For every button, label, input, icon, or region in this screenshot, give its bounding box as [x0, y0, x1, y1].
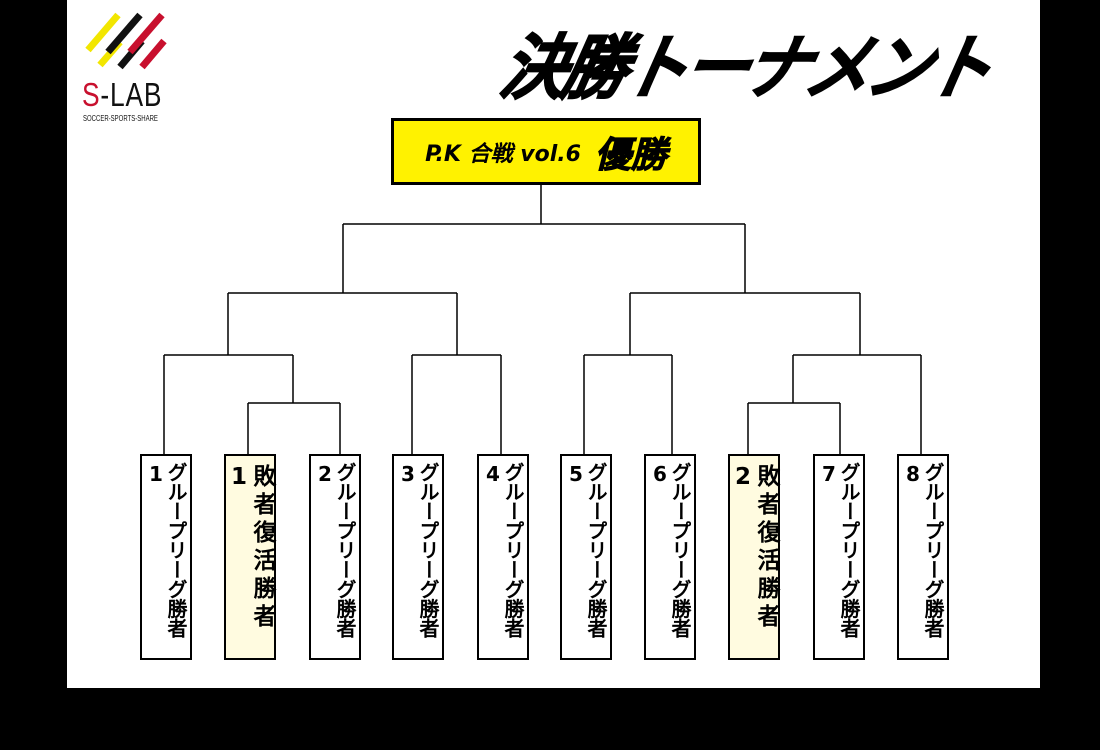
left-semi-connector: [227, 292, 458, 355]
entry-label: グループリーグ勝者5: [564, 462, 608, 638]
entry-box: 敗者復活勝者2: [728, 454, 780, 660]
entry-box: グループリーグ勝者3: [392, 454, 444, 660]
right-qf1-connector: [583, 354, 673, 454]
final-connector: [342, 181, 746, 293]
left-qf1-connector: [163, 354, 294, 454]
entry-label: 敗者復活勝者2: [730, 464, 779, 632]
entry-label: グループリーグ勝者3: [396, 462, 440, 638]
entry-box: 敗者復活勝者1: [224, 454, 276, 660]
logo-tagline: SOCCER-SPORTS-SHARE: [83, 114, 158, 123]
entry-label: グループリーグ勝者2: [313, 462, 357, 638]
entry-label: グループリーグ勝者4: [481, 462, 525, 638]
logo-wordmark: S-LAB: [82, 76, 163, 113]
right-r1-connector: [747, 402, 841, 454]
champion-box: P.K 合戦 vol.6 優勝: [391, 118, 701, 185]
entry-box: グループリーグ勝者5: [560, 454, 612, 660]
entry-box: グループリーグ勝者4: [477, 454, 529, 660]
left-qf2-connector: [411, 354, 502, 454]
event-name: P.K 合戦 vol.6: [425, 141, 581, 167]
right-semi-connector: [629, 292, 861, 355]
entry-label: グループリーグ勝者6: [648, 462, 692, 638]
entry-label: 敗者復活勝者1: [226, 464, 275, 632]
entry-box: グループリーグ勝者7: [813, 454, 865, 660]
slab-logo-stripes: [85, 12, 167, 70]
entry-box: グループリーグ勝者8: [897, 454, 949, 660]
entry-label: グループリーグ勝者7: [817, 462, 861, 638]
entry-box: グループリーグ勝者2: [309, 454, 361, 660]
entry-box: グループリーグ勝者6: [644, 454, 696, 660]
entry-box: グループリーグ勝者1: [140, 454, 192, 660]
champion-label: 優勝: [594, 134, 667, 176]
entry-label: グループリーグ勝者8: [901, 462, 945, 638]
right-qf2-connector: [792, 354, 922, 454]
left-r1-connector: [247, 402, 341, 454]
entry-label: グループリーグ勝者1: [144, 462, 188, 638]
